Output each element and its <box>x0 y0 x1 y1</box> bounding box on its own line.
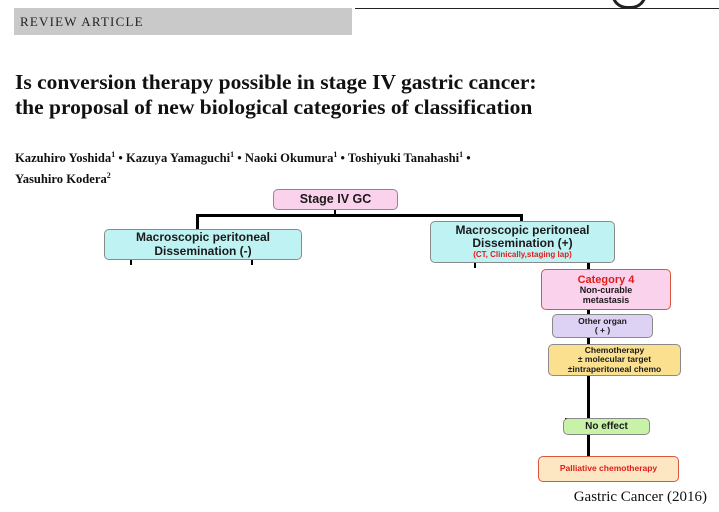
author-separator: • <box>466 151 471 165</box>
dissemination-positive-line1: Macroscopic peritoneal <box>455 222 590 237</box>
author-affiliation: 1 <box>111 150 116 159</box>
connector-noeffect-to-palliative <box>587 434 590 457</box>
other-organ-box: Other organ ( + ) <box>552 314 653 338</box>
stage-iv-box: Stage IV GC <box>273 189 398 210</box>
title-line-2: the proposal of new biological categorie… <box>15 95 533 119</box>
connector-category-to-organ <box>587 309 590 315</box>
category-4-title: Category 4 <box>577 273 635 286</box>
dissemination-negative-line2: Dissemination (-) <box>154 243 252 258</box>
author-affiliation: 1 <box>230 150 235 159</box>
author-name: Kazuya Yamaguchi <box>125 151 231 165</box>
connector-left-stub-b <box>251 259 253 265</box>
other-organ-line1: Other organ <box>578 315 627 326</box>
category-4-line2: metastasis <box>582 294 630 305</box>
connector-organ-to-chemo <box>587 338 590 345</box>
author-name: Kazuhiro Yoshida <box>15 151 112 165</box>
category-4-line1: Non-curable <box>579 284 633 295</box>
connector-horizontal <box>196 214 523 217</box>
stage-iv-label: Stage IV GC <box>299 191 372 206</box>
dissemination-positive-line2: Dissemination (+) <box>472 236 573 251</box>
connector-chemo-to-noeffect <box>587 376 590 419</box>
dissemination-negative-box: Macroscopic peritoneal Dissemination (-) <box>104 229 302 260</box>
connector-left-stub-a <box>130 259 132 265</box>
header-rule <box>355 8 719 9</box>
article-title: Is conversion therapy possible in stage … <box>15 70 705 120</box>
author-name: Toshiyuki Tanahashi <box>347 151 460 165</box>
palliative-chemotherapy-label: Palliative chemotherapy <box>559 463 658 474</box>
author-separator: • <box>118 151 123 165</box>
no-effect-label: No effect <box>585 421 628 432</box>
connector-left-down <box>196 214 199 229</box>
author-list: Kazuhiro Yoshida1 • Kazuya Yamaguchi1 • … <box>15 146 705 188</box>
author-affiliation: 2 <box>106 171 111 180</box>
palliative-chemotherapy-box: Palliative chemotherapy <box>538 456 679 482</box>
chemotherapy-line2: ± molecular target <box>577 354 652 365</box>
author-separator: • <box>237 151 242 165</box>
title-line-1: Is conversion therapy possible in stage … <box>15 70 537 94</box>
author-affiliation: 1 <box>333 150 338 159</box>
chemotherapy-line3: ±intraperitoneal chemo <box>567 363 662 374</box>
author-name: Naoki Okumura <box>244 151 334 165</box>
connector-right-stub <box>474 262 476 268</box>
section-banner: REVIEW ARTICLE <box>14 8 352 35</box>
no-effect-box: No effect <box>563 418 650 435</box>
dissemination-positive-note: (CT, Clinically,staging lap) <box>473 250 572 260</box>
dissemination-positive-box: Macroscopic peritoneal Dissemination (+)… <box>430 221 615 263</box>
author-separator: • <box>340 151 345 165</box>
chemotherapy-line1: Chemotherapy <box>584 344 645 355</box>
author-name: Yasuhiro Kodera <box>15 172 107 186</box>
connector-to-category <box>587 262 590 270</box>
author-affiliation: 1 <box>459 150 464 159</box>
journal-citation: Gastric Cancer (2016) <box>573 489 707 505</box>
category-4-box: Category 4 Non-curable metastasis <box>541 269 671 310</box>
connector-right-down <box>520 214 523 222</box>
dissemination-negative-line1: Macroscopic peritoneal <box>135 230 271 245</box>
other-organ-line2: ( + ) <box>594 325 611 335</box>
connector-root-down <box>334 209 336 216</box>
section-label: REVIEW ARTICLE <box>20 14 144 29</box>
chemotherapy-box: Chemotherapy ± molecular target ±intrape… <box>548 344 681 376</box>
